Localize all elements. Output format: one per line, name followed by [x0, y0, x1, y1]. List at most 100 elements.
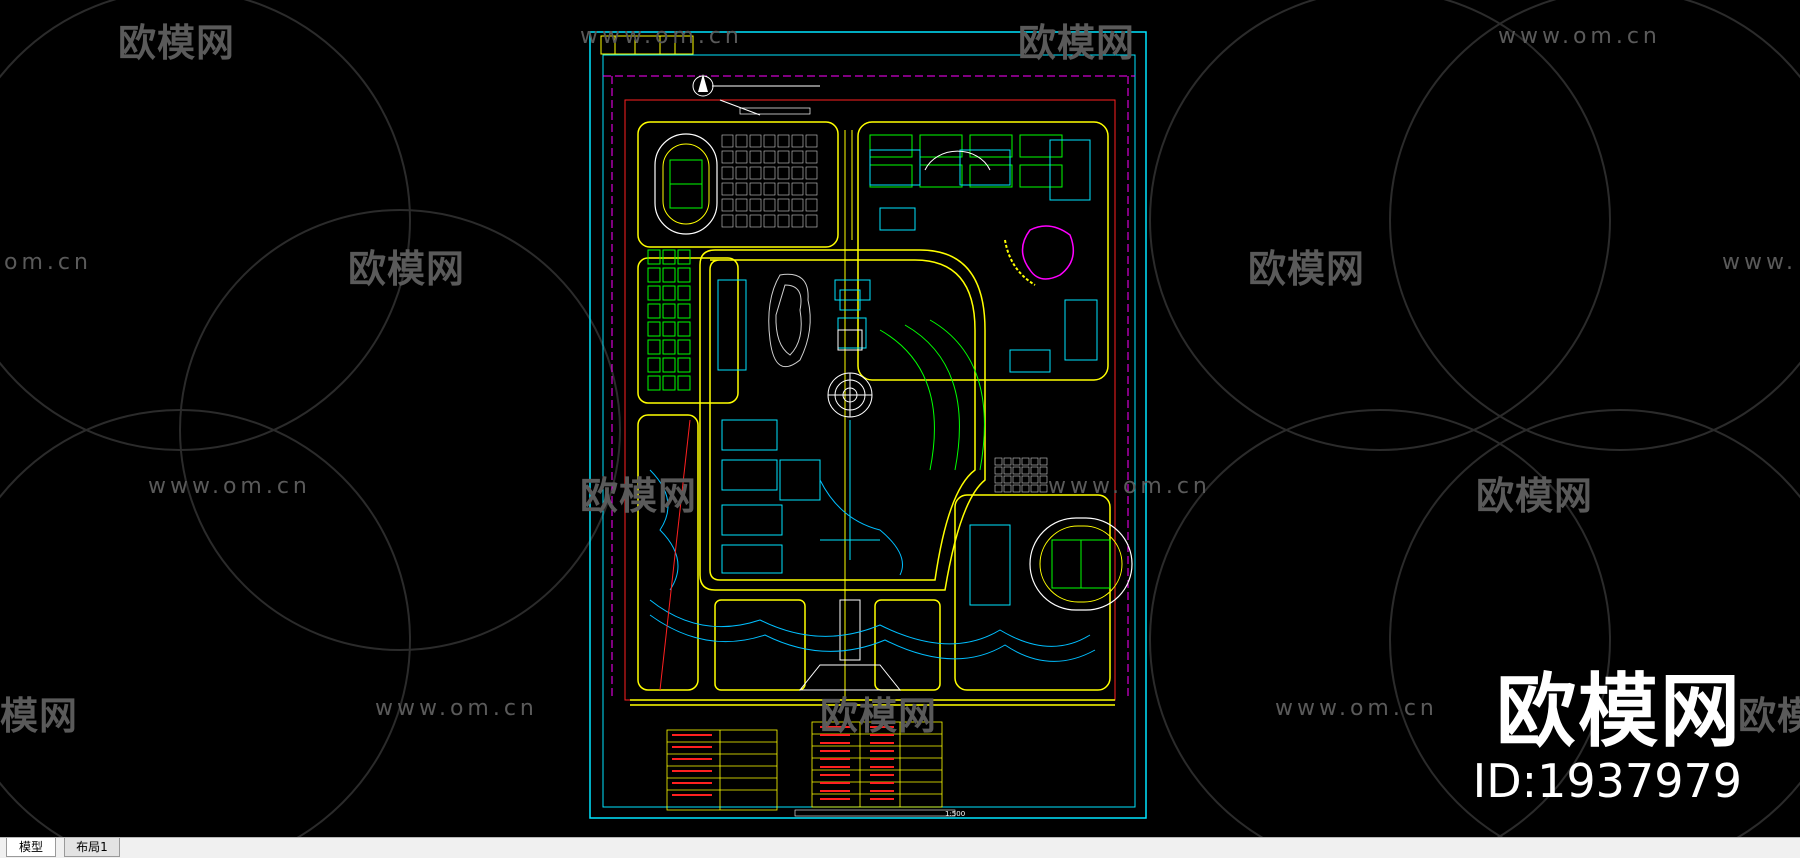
court-block: [647, 303, 661, 319]
legend-text-line: [820, 758, 850, 760]
court-block: [662, 339, 676, 355]
parking-stall: [805, 166, 818, 180]
parking-stall: [791, 214, 804, 228]
legend-text-line: [820, 742, 850, 744]
legend-text-line: [672, 794, 712, 796]
parking-stall: [1012, 457, 1021, 466]
parking-stall: [1039, 457, 1048, 466]
court-block: [662, 249, 676, 265]
court-block: [662, 267, 676, 283]
parking-stall: [994, 466, 1003, 475]
parking-stall: [749, 214, 762, 228]
parking-stall: [1003, 484, 1012, 493]
parking-stall: [749, 150, 762, 164]
parking-stall: [749, 134, 762, 148]
drawing-title-bar: [794, 809, 956, 817]
court-block: [677, 285, 691, 301]
parking-stall: [749, 198, 762, 212]
legend-text-line: [870, 774, 894, 776]
legend-text-line: [820, 734, 850, 736]
watermark-url: www.om.cn: [1048, 474, 1211, 499]
legend-text-line: [870, 758, 894, 760]
parking-stall: [777, 166, 790, 180]
parking-stall: [777, 198, 790, 212]
parking-stall: [735, 166, 748, 180]
legend-text-line: [870, 790, 894, 792]
court-block: [677, 339, 691, 355]
parking-stall: [994, 457, 1003, 466]
court-block: [677, 357, 691, 373]
legend-text-line: [820, 790, 850, 792]
parking-stall: [721, 198, 734, 212]
parking-stall: [1030, 457, 1039, 466]
parking-stall: [735, 214, 748, 228]
watermark-url-fragment: www.: [1722, 250, 1797, 275]
legend-text-lines: [672, 726, 894, 800]
legend-text-line: [820, 726, 850, 728]
running-track-left: [654, 133, 718, 235]
legend-text-line: [672, 758, 712, 760]
parking-stall: [1021, 466, 1030, 475]
legend-text-line: [870, 766, 894, 768]
court-block: [662, 303, 676, 319]
watermark-url: www.om.cn: [148, 474, 311, 499]
parking-stall: [721, 166, 734, 180]
flower-garden: [1004, 225, 1075, 286]
court-block: [647, 357, 661, 373]
court-block: [647, 267, 661, 283]
parking-stall: [1030, 475, 1039, 484]
legend-text-line: [820, 782, 850, 784]
parking-stall: [791, 134, 804, 148]
north-arrow: [692, 74, 820, 116]
water-features: [649, 273, 1096, 662]
tab-model[interactable]: 模型: [6, 838, 56, 857]
watermark-logo: 欧模网: [348, 247, 466, 291]
parking-stall: [805, 150, 818, 164]
court-block: [1019, 164, 1063, 188]
legend-text-line: [870, 798, 894, 800]
court-block: [647, 321, 661, 337]
watermark-logo-fragment: 模网: [0, 694, 79, 738]
watermark-url: www.om.cn: [1275, 696, 1438, 721]
brand-id-label: ID:1937979: [1472, 754, 1742, 808]
layout-tab-bar: 模型 布局1: [0, 837, 1800, 858]
court-block: [869, 134, 913, 158]
watermark-logo: 欧模网: [820, 694, 938, 738]
central-plaza: [798, 289, 902, 691]
parking-stall: [735, 150, 748, 164]
parking-stall: [721, 182, 734, 196]
parking-stall: [777, 214, 790, 228]
watermark-logo: 欧模网: [1476, 474, 1594, 518]
parking-stall: [805, 214, 818, 228]
parking-stall: [721, 214, 734, 228]
parking-stall: [777, 182, 790, 196]
parking-stall: [735, 134, 748, 148]
legend-text-line: [672, 746, 712, 748]
parking-stall: [1030, 484, 1039, 493]
sports-courts: [647, 134, 1063, 391]
court-block: [677, 267, 691, 283]
court-block: [662, 285, 676, 301]
parking-stall: [1003, 457, 1012, 466]
legend-text-line: [870, 734, 894, 736]
tab-layout1[interactable]: 布局1: [64, 838, 120, 857]
parking-stall: [763, 198, 776, 212]
court-block: [677, 375, 691, 391]
watermark-logo: 欧模网: [580, 474, 698, 518]
court-block: [662, 321, 676, 337]
parking-stall: [721, 134, 734, 148]
parking-stall: [777, 134, 790, 148]
court-block: [677, 303, 691, 319]
parking-stall: [1012, 484, 1021, 493]
parking-blocks: [721, 134, 1048, 493]
parking-stall: [749, 182, 762, 196]
parking-stall: [791, 182, 804, 196]
parking-stall: [763, 150, 776, 164]
legend-text-line: [820, 774, 850, 776]
running-track-right: [1029, 517, 1133, 611]
court-block: [1019, 134, 1063, 158]
campus-buildings: [717, 139, 1098, 606]
